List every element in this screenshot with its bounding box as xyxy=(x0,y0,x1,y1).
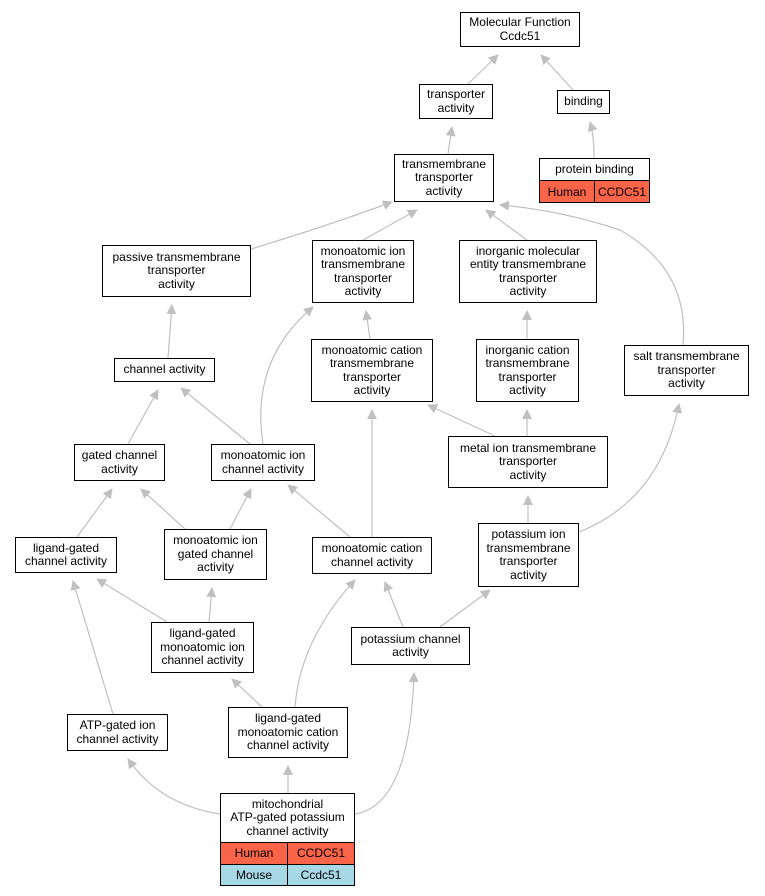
edge-inorg-mol-to-tm xyxy=(485,209,528,241)
edge-mono-ion-gated-to-mono-ion-channel xyxy=(229,488,252,530)
edge-gated-to-channel xyxy=(127,389,159,445)
node-potassium-channel-activity[interactable]: potassium channel activity xyxy=(351,627,470,665)
gene-cell[interactable]: CCDC51 xyxy=(594,181,649,202)
edge-lg-mono-ion-to-ligand-gated xyxy=(96,578,168,623)
node-atp-gated-ion-channel-activity[interactable]: ATP-gated ion channel activity xyxy=(67,714,168,751)
node-monoatomic-cation-transmembrane-transporter-activity[interactable]: monoatomic cation transmembrane transpor… xyxy=(311,339,433,402)
species-cell[interactable]: Human xyxy=(221,843,287,864)
node-metal-ion-transmembrane-transporter-activity[interactable]: metal ion transmembrane transporter acti… xyxy=(448,436,608,488)
node-molecular-function[interactable]: Molecular Function Ccdc51 xyxy=(460,12,580,47)
node-mitochondrial-atp-gated-potassium-channel-activity[interactable]: mitochondrial ATP-gated potassium channe… xyxy=(220,793,355,843)
node-label: ATP-gated ion channel activity xyxy=(76,718,159,746)
edge-transporter-to-mf xyxy=(467,54,499,85)
node-label: channel activity xyxy=(123,362,206,377)
node-monoatomic-ion-gated-channel-activity[interactable]: monoatomic ion gated channel activity xyxy=(164,529,267,580)
edge-k-channel-to-k-ion-tm xyxy=(439,589,491,628)
edge-lg-mono-ion-to-mono-ion-gated xyxy=(206,587,217,623)
node-label: binding xyxy=(564,94,603,109)
edge-mono-ion-channel-to-mono-ion-tm xyxy=(260,306,314,445)
mitochondrial-annotation-table: Human CCDC51 Mouse Ccdc51 xyxy=(220,842,355,886)
species-cell[interactable]: Human xyxy=(540,181,594,202)
node-monoatomic-ion-channel-activity[interactable]: monoatomic ion channel activity xyxy=(211,444,315,481)
node-inorganic-molecular-entity-transmembrane-transporter-activity[interactable]: inorganic molecular entity transmembrane… xyxy=(459,240,597,303)
node-passive-transmembrane-transporter-activity[interactable]: passive transmembrane transporter activi… xyxy=(102,245,251,297)
node-ligand-gated-monoatomic-ion-channel-activity[interactable]: ligand-gated monoatomic ion channel acti… xyxy=(151,622,254,673)
node-binding[interactable]: binding xyxy=(557,90,610,114)
node-label: potassium channel activity xyxy=(360,631,461,659)
node-label: ligand-gated channel activity xyxy=(24,540,108,568)
node-label: monoatomic cation transmembrane transpor… xyxy=(321,342,423,397)
edge-mono-ion-gated-to-gated xyxy=(140,488,186,530)
node-inorganic-cation-transmembrane-transporter-activity[interactable]: inorganic cation transmembrane transport… xyxy=(476,339,579,402)
edge-tm-to-transporter xyxy=(445,126,456,155)
node-label: ligand-gated monoatomic ion channel acti… xyxy=(160,626,245,668)
node-label: inorganic cation transmembrane transport… xyxy=(485,342,570,397)
annotation-row-mouse: Mouse Ccdc51 xyxy=(221,863,354,885)
species-cell[interactable]: Mouse xyxy=(221,864,287,885)
edge-mito-to-atp xyxy=(127,758,221,815)
node-channel-activity[interactable]: channel activity xyxy=(114,358,215,382)
node-label: metal ion transmembrane transporter acti… xyxy=(459,440,597,482)
edge-mono-cation-tm-to-mono-ion-tm xyxy=(362,310,373,340)
gene-cell[interactable]: CCDC51 xyxy=(287,843,354,864)
node-gated-channel-activity[interactable]: gated channel activity xyxy=(74,444,165,481)
edge-mono-ion-channel-to-channel xyxy=(180,387,251,445)
node-label: transporter activity xyxy=(426,87,486,115)
node-salt-transmembrane-transporter-activity[interactable]: salt transmembrane transporter activity xyxy=(624,345,749,396)
node-transmembrane-transporter-activity[interactable]: transmembrane transporter activity xyxy=(394,154,494,202)
node-transporter-activity[interactable]: transporter activity xyxy=(419,84,493,119)
node-label: ligand-gated monoatomic cation channel a… xyxy=(237,711,339,753)
node-label: transmembrane transporter activity xyxy=(401,156,487,198)
edge-atp-to-ligand-gated xyxy=(70,580,114,715)
node-label: mitochondrial ATP-gated potassium channe… xyxy=(230,796,345,838)
node-label: monoatomic ion gated channel activity xyxy=(173,533,258,575)
node-label: passive transmembrane transporter activi… xyxy=(112,249,241,291)
gene-cell[interactable]: Ccdc51 xyxy=(287,864,354,885)
node-label: protein binding xyxy=(555,161,634,176)
edge-binding-to-mf xyxy=(540,54,574,91)
node-monoatomic-ion-transmembrane-transporter-activity[interactable]: monoatomic ion transmembrane transporter… xyxy=(312,240,414,303)
node-label: gated channel activity xyxy=(81,448,158,476)
edge-salt-to-tm xyxy=(499,200,685,346)
node-label: salt transmembrane transporter activity xyxy=(633,349,740,391)
edge-k-ion-tm-to-salt xyxy=(578,403,683,533)
protein-binding-annotation-table: Human CCDC51 xyxy=(539,180,650,203)
edge-k-channel-to-mono-cation-channel xyxy=(383,581,404,628)
node-ligand-gated-channel-activity[interactable]: ligand-gated channel activity xyxy=(15,537,117,573)
node-ligand-gated-monoatomic-cation-channel-activity[interactable]: ligand-gated monoatomic cation channel a… xyxy=(228,707,348,758)
node-label: monoatomic ion channel activity xyxy=(220,448,306,476)
edge-lg-mono-cation-to-lg-mono-ion xyxy=(231,678,263,708)
node-protein-binding[interactable]: protein binding xyxy=(539,158,650,181)
annotation-row-human: Human CCDC51 xyxy=(221,842,354,864)
edge-mono-cation-channel-to-mono-ion-channel xyxy=(287,484,351,538)
annotation-row-human: Human CCDC51 xyxy=(540,180,649,202)
edge-lg-mono-cation-to-mono-cation-channel xyxy=(294,579,356,708)
node-potassium-ion-transmembrane-transporter-activity[interactable]: potassium ion transmembrane transporter … xyxy=(478,523,579,587)
node-monoatomic-cation-channel-activity[interactable]: monoatomic cation channel activity xyxy=(312,537,432,574)
edge-protein-binding-to-binding xyxy=(587,121,598,159)
edge-channel-to-passive xyxy=(166,304,177,359)
edge-metal-to-mono-cation-tm xyxy=(427,404,496,437)
node-label: monoatomic cation channel activity xyxy=(321,541,423,569)
node-label: inorganic molecular entity transmembrane… xyxy=(469,243,587,298)
edge-passive-to-tm xyxy=(250,200,393,250)
node-label: monoatomic ion transmembrane transporter… xyxy=(320,243,406,298)
edge-mito-to-k-channel xyxy=(354,672,419,815)
edge-mono-ion-tm-to-tm xyxy=(362,209,418,241)
node-label: Molecular Function Ccdc51 xyxy=(469,15,571,43)
edge-ligand-gated-to-gated xyxy=(76,488,113,538)
node-label: potassium ion transmembrane transporter … xyxy=(486,527,571,582)
